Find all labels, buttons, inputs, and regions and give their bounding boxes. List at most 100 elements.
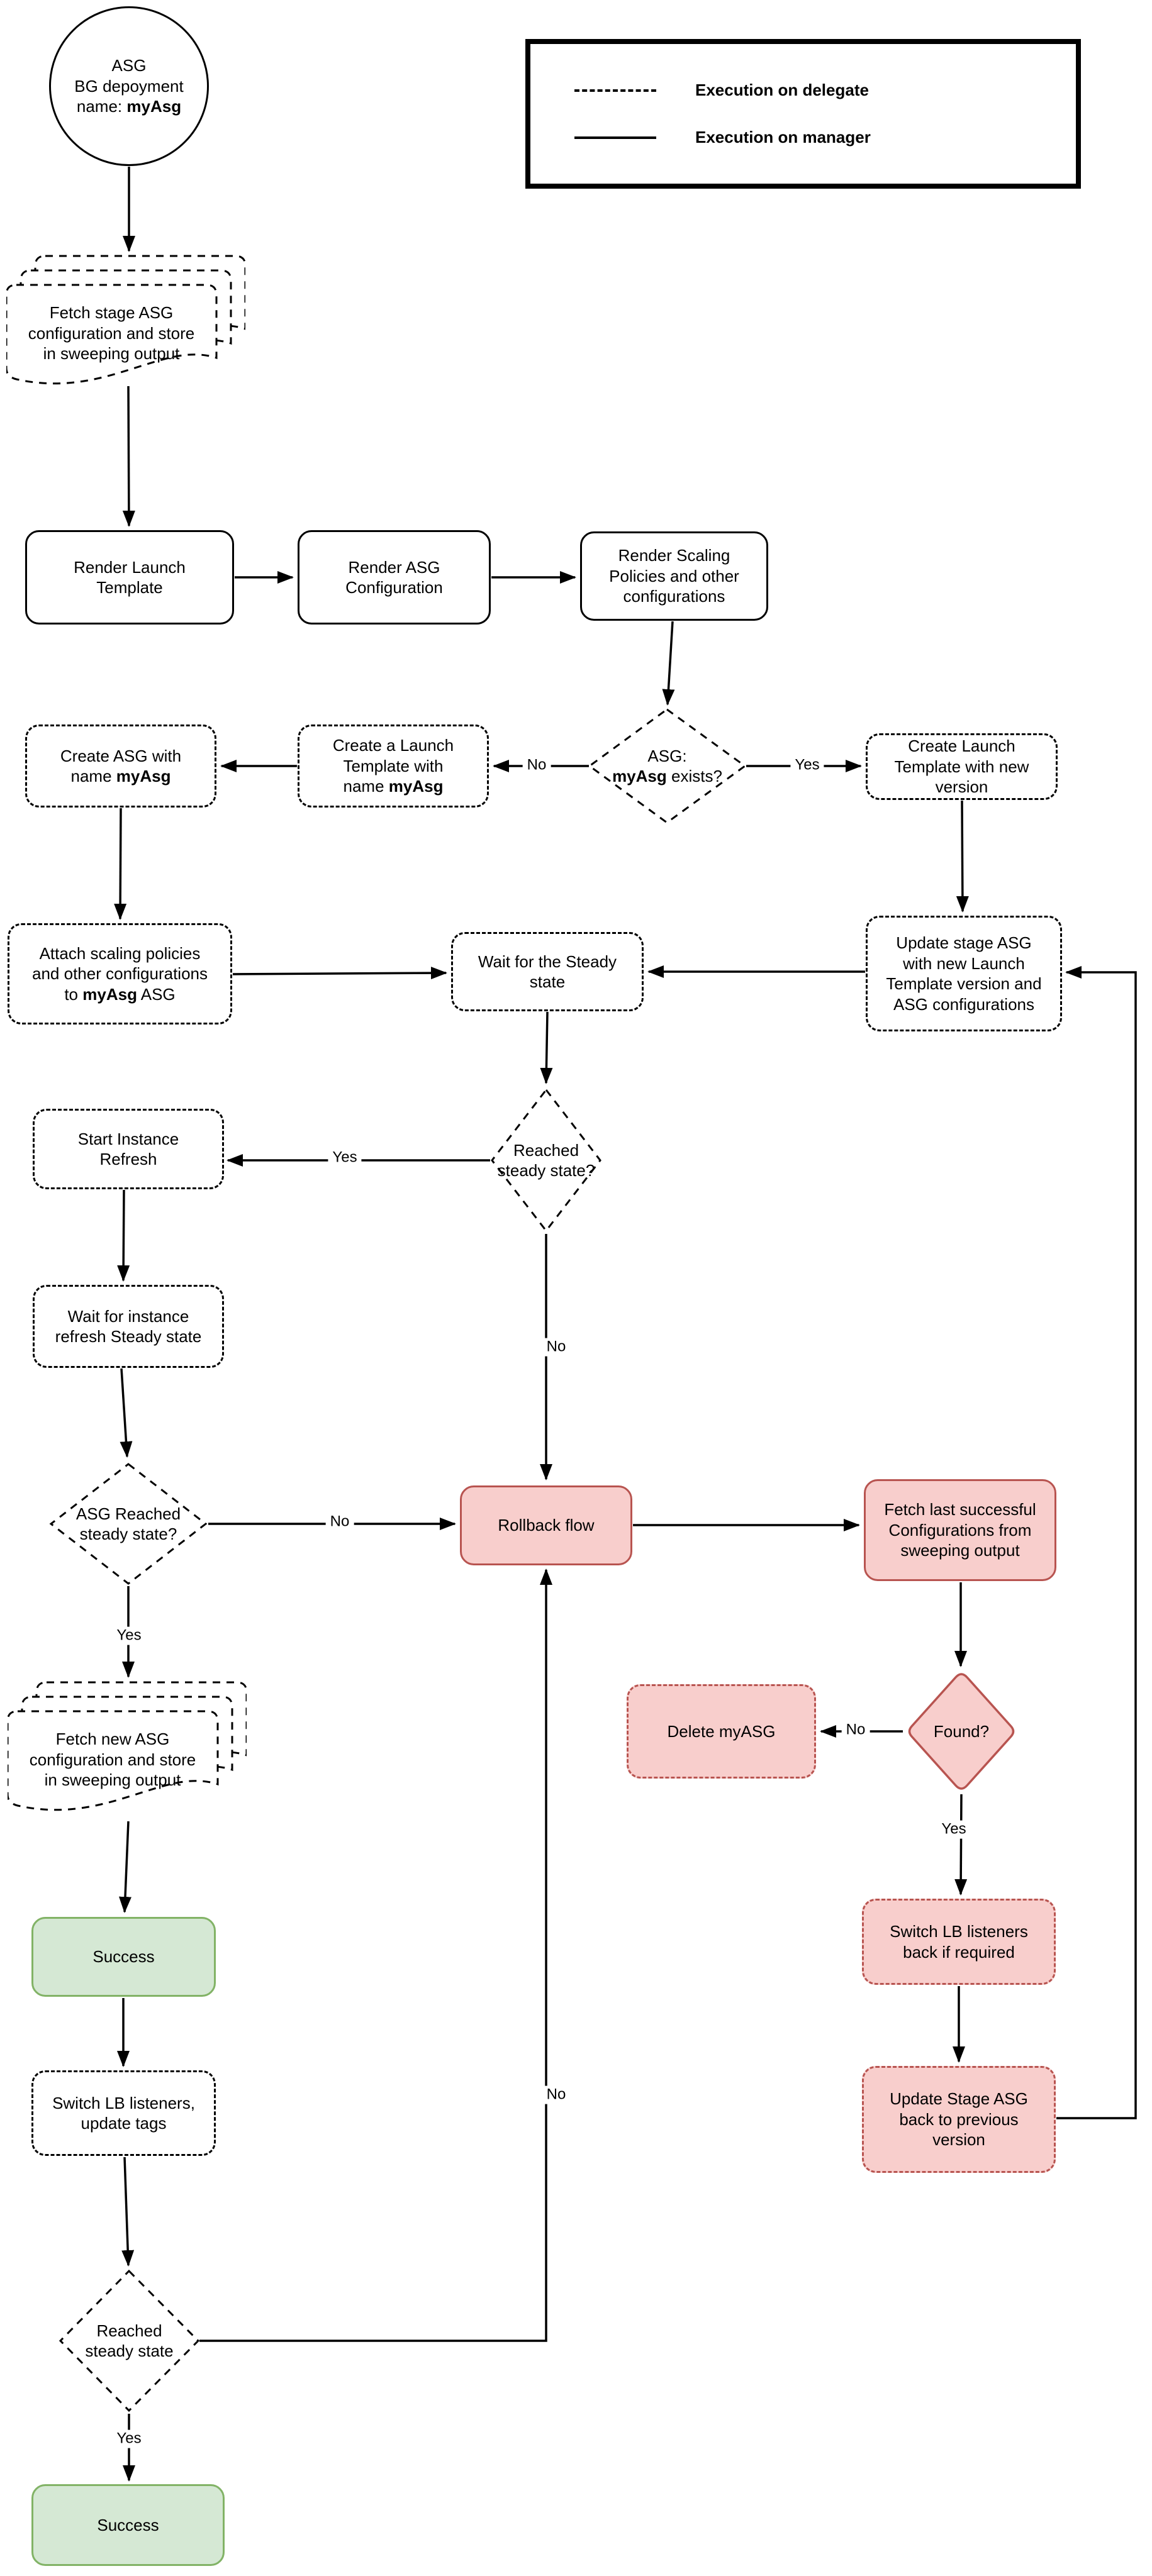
node-attach-scaling-policies: Attach scaling policies and other config… — [8, 923, 232, 1024]
node-render-scaling-policies: Render Scaling Policies and other config… — [580, 531, 768, 621]
node-label: ASG Reached steady state? — [49, 1462, 208, 1585]
node-label-line: Template with — [343, 756, 444, 775]
node-label: Delete myASG — [668, 1721, 776, 1742]
node-label: Success — [92, 1946, 154, 1967]
diamond-shape — [908, 1673, 1015, 1790]
multi-document-shape — [8, 1681, 247, 1811]
node-label: Fetch last successful Configurations fro… — [884, 1499, 1036, 1561]
node-render-asg-configuration: Render ASG Configuration — [298, 530, 491, 625]
node-reached-steady-state-decision: Reached steady state? — [490, 1088, 602, 1233]
node-label-line: Update stage ASG — [896, 933, 1032, 952]
node-label-line: sweeping output — [900, 1541, 1020, 1560]
node-label: Wait for the Steady state — [478, 952, 617, 992]
node-asg-reached-steady-decision: ASG Reached steady state? — [49, 1462, 208, 1585]
edge-label-yes: Yes — [790, 756, 824, 775]
node-label-line: ASG — [111, 56, 147, 75]
node-label-line: and other configurations — [32, 964, 208, 984]
node-label-line: Start Instance — [77, 1129, 179, 1148]
node-label-line: Wait for instance — [67, 1306, 189, 1326]
diamond-shape — [491, 1088, 601, 1233]
node-label-line: Switch LB listeners, — [52, 2093, 195, 2112]
node-label-line: Switch LB listeners — [890, 1922, 1028, 1941]
edge-label-yes: Yes — [112, 1626, 146, 1645]
node-label-line: steady state? — [497, 1161, 595, 1180]
diamond-shape — [588, 708, 747, 824]
edge-fetch-new-to-success — [119, 1821, 131, 1913]
node-label-line: myAsg exists? — [612, 767, 722, 786]
node-label-line: ASG configurations — [893, 994, 1034, 1014]
node-reached-steady-final-decision: Reached steady state — [59, 2269, 200, 2412]
edge-update-back-loop-to-update-stage — [1056, 966, 1137, 2119]
node-label-line: Success — [97, 2515, 159, 2534]
node-fetch-new-asg-config: Fetch new ASG configuration and store in… — [8, 1681, 247, 1814]
node-label: Attach scaling policies and other config… — [32, 943, 208, 1005]
node-label-line: BG depoyment — [74, 76, 184, 96]
node-label-line: Update Stage ASG — [890, 2089, 1028, 2109]
dashed-line-sample — [574, 89, 656, 92]
legend: Execution on delegate Execution on manag… — [525, 39, 1081, 189]
node-update-stage-asg-back: Update Stage ASG back to previous versio… — [862, 2066, 1056, 2173]
edge-reached-final-no-to-rollback — [199, 1568, 552, 2342]
node-label-line: name: myAsg — [76, 97, 182, 116]
edge-label-yes: Yes — [112, 2429, 146, 2448]
edge-start-refresh-to-wait-refresh — [117, 1189, 130, 1282]
node-label-line: version — [935, 777, 988, 797]
node-label-line: Create a Launch — [332, 736, 454, 755]
node-label-line: Configuration — [345, 578, 443, 597]
node-success-final: Success — [31, 2484, 225, 2566]
node-switch-lb-back: Switch LB listeners back if required — [862, 1899, 1056, 1985]
node-label: Create a Launch Template with name myAsg — [333, 735, 454, 797]
edge-fetch-stage-to-render-launch — [122, 386, 135, 527]
multi-document-shape — [6, 255, 245, 385]
node-create-launch-template-named: Create a Launch Template with name myAsg — [298, 724, 489, 808]
node-label: Render Scaling Policies and other config… — [609, 545, 739, 607]
diamond-shape — [59, 2269, 200, 2412]
node-start-circle: ASG BG depoyment name: myAsg — [49, 6, 209, 166]
node-create-launch-template-new-version: Create Launch Template with new version — [866, 733, 1058, 800]
edge-switch-lb-to-reached-final — [121, 2157, 135, 2267]
node-delete-myasg: Delete myASG — [627, 1684, 816, 1779]
node-label-line: Fetch stage ASG — [49, 303, 174, 323]
edge-label-no: No — [542, 2085, 571, 2104]
node-label-line: Refresh — [99, 1150, 157, 1169]
node-label-line: configurations — [623, 587, 725, 606]
node-label-line: Template with new — [894, 757, 1029, 776]
node-label-line: Attach scaling policies — [39, 943, 201, 963]
node-label-line: in sweeping output — [44, 1770, 181, 1790]
node-label-line: Success — [92, 1947, 155, 1967]
legend-label: Execution on delegate — [695, 80, 869, 99]
node-label-line: Rollback flow — [498, 1516, 595, 1535]
node-label-line: update tags — [81, 2114, 167, 2133]
node-label: Switch LB listeners back if required — [890, 1921, 1028, 1962]
edge-wait-refresh-to-asg-reached — [120, 1368, 133, 1458]
node-label: Start Instance Refresh — [78, 1129, 179, 1170]
node-label: Wait for instance refresh Steady state — [55, 1306, 202, 1347]
node-label-line: Found? — [933, 1721, 990, 1741]
node-label-line: state — [529, 972, 566, 991]
node-label-line: ASG: — [647, 746, 687, 765]
node-label: ASG: myAsg exists? — [588, 708, 747, 824]
edge-create-asg-to-attach — [114, 808, 127, 920]
edge-label-yes: Yes — [937, 1820, 971, 1839]
edge-attach-to-wait-steady — [232, 967, 447, 980]
node-label: Render ASG Configuration — [345, 557, 443, 598]
legend-item-manager: Execution on manager — [574, 128, 1076, 147]
node-label: Fetch new ASG configuration and store in… — [8, 1713, 218, 1807]
node-label-line: configuration and store — [28, 323, 195, 343]
node-create-asg-named: Create ASG with name myAsg — [25, 724, 216, 808]
node-label-line: Policies and other — [609, 566, 739, 586]
node-label: Reached steady state — [59, 2269, 200, 2412]
node-label-line: Create Launch — [908, 736, 1015, 756]
node-label-line: Wait for the Steady — [478, 952, 617, 971]
edge-label-no: No — [325, 1513, 354, 1531]
legend-label: Execution on manager — [695, 128, 871, 147]
node-rollback-flow: Rollback flow — [460, 1485, 632, 1565]
diamond-shape — [49, 1463, 208, 1585]
node-label-line: version — [932, 2130, 985, 2150]
node-label: Found? — [903, 1670, 1020, 1793]
node-label: Update stage ASG with new Launch Templat… — [886, 933, 1041, 1014]
solid-line-sample — [574, 136, 656, 139]
node-label-line: Template — [96, 578, 163, 597]
node-label: Switch LB listeners, update tags — [52, 2093, 195, 2134]
